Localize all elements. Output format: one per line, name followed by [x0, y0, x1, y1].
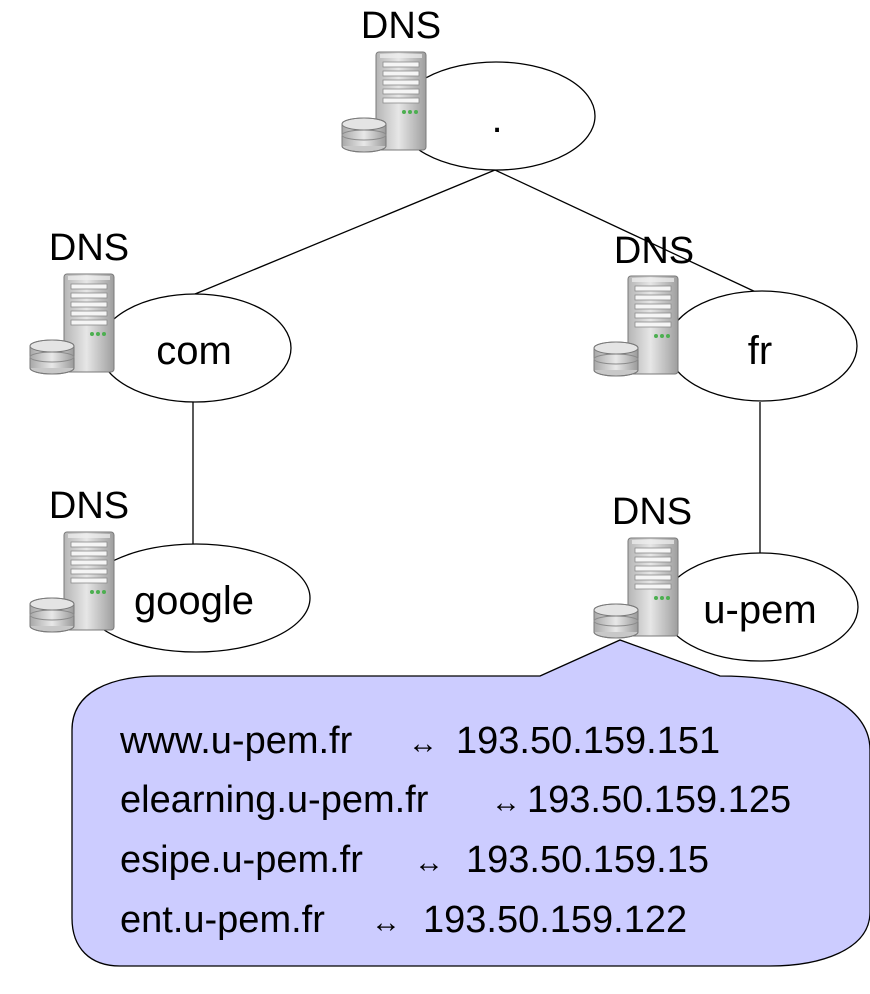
record-arrow: ↔ — [371, 906, 401, 939]
edge-root-com — [194, 169, 496, 295]
record-row: www.u-pem.fr ↔ 193.50.159.151 — [119, 720, 720, 762]
edge-root-fr — [494, 169, 761, 295]
dns-label-google: DNS — [49, 485, 129, 527]
dns-records-callout — [71, 639, 870, 967]
zone-label-fr: fr — [748, 329, 772, 373]
record-arrow: ↔ — [491, 786, 521, 819]
zone-label-com: com — [156, 329, 232, 373]
zone-label-google: google — [134, 579, 254, 623]
server-icon-root — [341, 51, 427, 153]
server-icon-com — [29, 273, 115, 375]
server-icon-google — [29, 531, 115, 633]
record-arrow: ↔ — [408, 727, 438, 760]
server-icon-upem — [593, 537, 679, 639]
dns-label-com: DNS — [49, 227, 129, 269]
record-arrow: ↔ — [414, 846, 444, 879]
server-icon-fr — [593, 275, 679, 377]
record-ip: 193.50.159.125 — [527, 779, 791, 821]
record-ip: 193.50.159.151 — [456, 720, 720, 762]
record-row: esipe.u-pem.fr ↔ 193.50.159.15 — [120, 839, 709, 881]
record-row: elearning.u-pem.fr ↔ 193.50.159.125 — [120, 779, 791, 821]
record-host: elearning.u-pem.fr — [120, 779, 429, 821]
record-ip: 193.50.159.15 — [466, 839, 709, 881]
zone-label-root: . — [491, 97, 502, 141]
dns-label-root: DNS — [361, 5, 441, 47]
dns-label-fr: DNS — [614, 230, 694, 272]
record-host: esipe.u-pem.fr — [120, 839, 363, 881]
zone-label-upem: u-pem — [703, 588, 816, 632]
dns-label-upem: DNS — [612, 491, 692, 533]
record-row: ent.u-pem.fr ↔ 193.50.159.122 — [120, 899, 687, 941]
record-host: www.u-pem.fr — [119, 720, 353, 762]
record-ip: 193.50.159.122 — [423, 899, 687, 941]
record-host: ent.u-pem.fr — [120, 899, 325, 941]
